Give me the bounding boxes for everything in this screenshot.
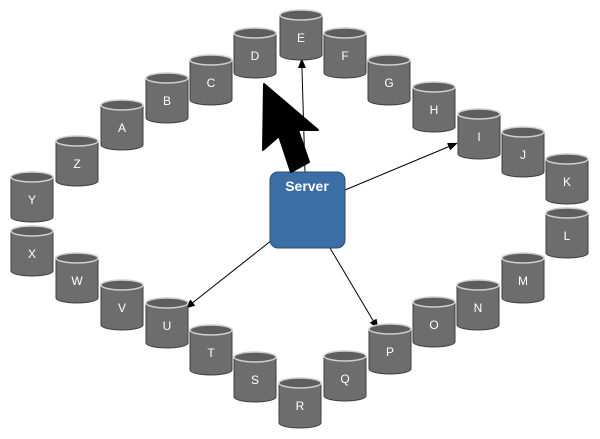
drum-a: A [100,99,144,151]
drum-label: J [520,148,526,162]
drum-label: S [251,373,259,387]
drum-d: D [233,27,277,79]
drum-q: Q [323,350,367,402]
server-label: Server [285,178,329,194]
drum-label: R [296,399,305,413]
drum-label: X [28,247,36,261]
drum-s: S [233,351,277,403]
drum-label: C [207,76,216,90]
drum-label: O [429,318,438,332]
drum-x: X [10,225,54,277]
drum-k: K [545,153,589,205]
drum-n: N [456,279,500,331]
drum-label: T [207,346,215,360]
drum-label: I [477,130,480,144]
drum-y: Y [10,171,54,223]
arrow-to-i [344,142,458,191]
drum-c: C [189,54,233,106]
drum-g: G [367,54,411,106]
drum-e: E [279,9,323,61]
drum-label: B [163,94,171,108]
drum-label: U [163,319,172,333]
drum-label: L [564,229,571,243]
drum-j: J [501,126,545,178]
drum-v: V [100,279,144,331]
drum-f: F [323,27,367,79]
drum-label: E [297,31,305,45]
drum-label: K [563,175,571,189]
mouse-pointer-icon [262,83,319,173]
drum-label: W [71,274,83,288]
arrow-to-u [185,239,273,309]
drum-u: U [145,297,189,349]
drum-label: V [118,301,126,315]
drum-label: P [386,345,394,359]
drum-label: F [341,49,348,63]
drum-o: O [412,296,456,348]
drum-m: M [501,252,545,304]
drum-label: N [474,301,483,315]
drum-label: G [384,76,393,90]
drum-label: H [430,103,439,117]
drum-z: Z [55,135,99,187]
drum-t: T [189,324,233,376]
drum-w: W [55,252,99,304]
drum-label: Q [340,372,349,386]
drum-i: I [457,108,501,160]
drum-h: H [412,81,456,133]
drum-label: D [251,49,260,63]
drum-label: A [118,121,126,135]
drum-l: L [545,207,589,259]
arrow-to-p [329,247,379,330]
drum-label: M [518,274,528,288]
drum-r: R [278,377,322,429]
drum-label: Y [28,193,36,207]
drum-b: B [145,72,189,124]
server-node: Server [269,171,346,249]
drum-p: P [368,323,412,375]
drum-label: Z [73,157,80,171]
